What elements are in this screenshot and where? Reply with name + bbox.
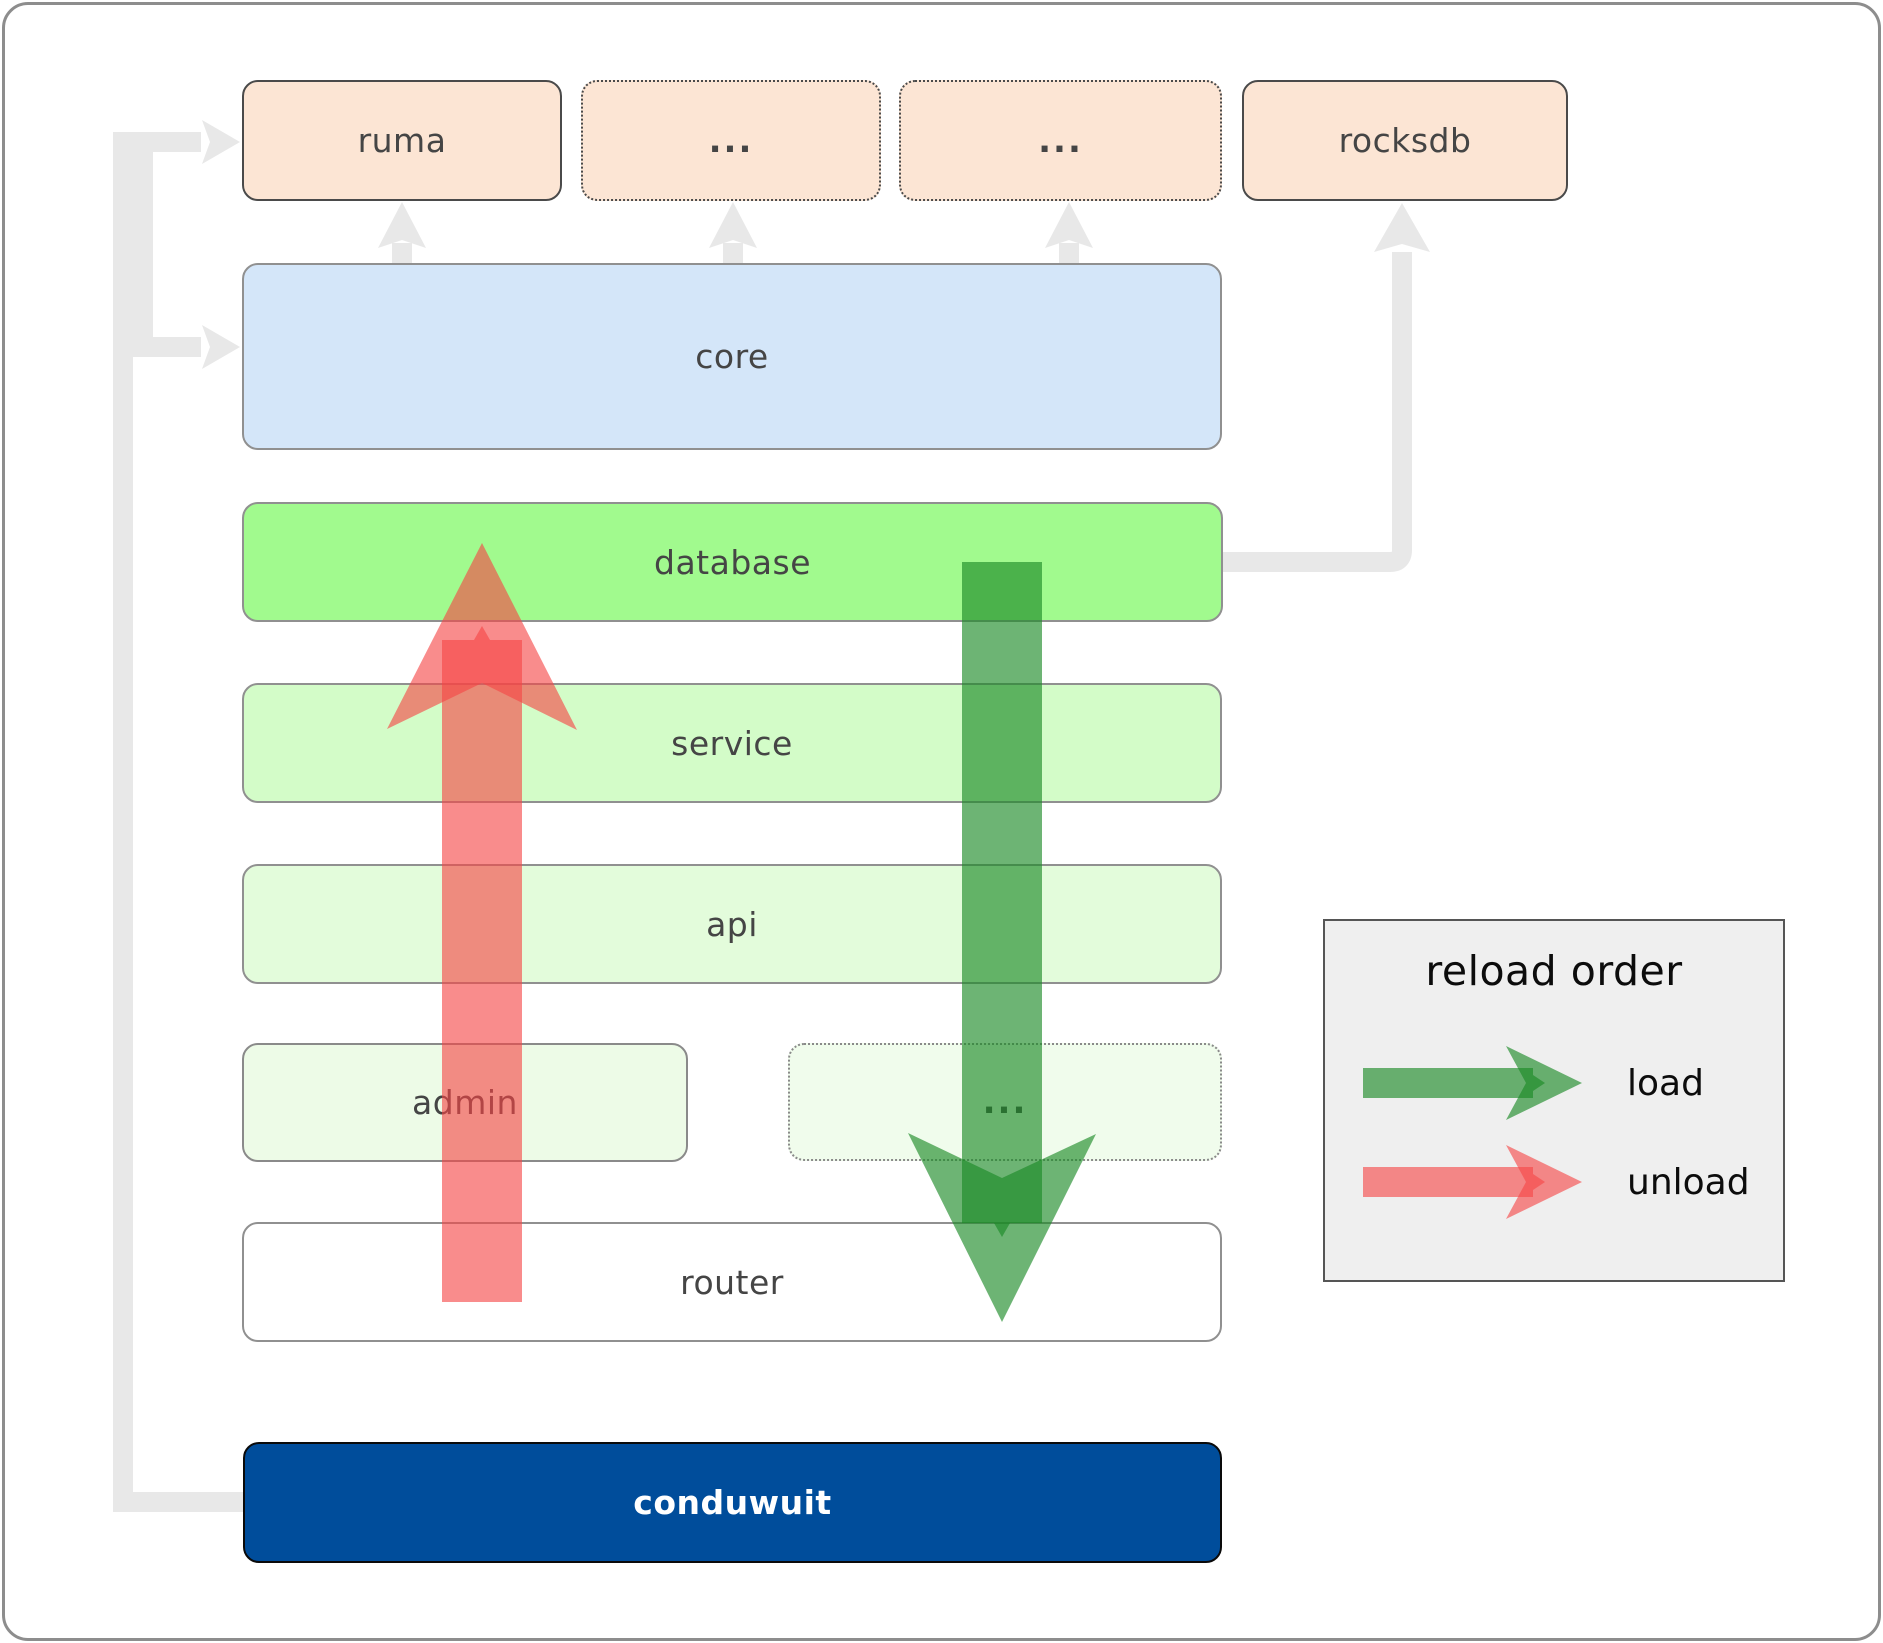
connector-conduwuit-to-ruma [113, 132, 243, 1512]
connector-branch-to-core [133, 142, 201, 357]
load-arrow-icon-shapes [1363, 1046, 1582, 1120]
unload-arrow [387, 543, 577, 1302]
box-router-label: router [680, 1262, 784, 1302]
connector-arrowheads [202, 120, 1430, 369]
box-service-label: service [671, 723, 793, 763]
box-top-ellipsis-2-label: ... [1038, 120, 1083, 161]
box-top-ellipsis-2: ... [899, 80, 1222, 201]
box-rocksdb-label: rocksdb [1338, 121, 1472, 160]
box-ruma-label: ruma [357, 121, 447, 160]
box-rocksdb: rocksdb [1242, 80, 1568, 201]
box-conduwuit: conduwuit [243, 1442, 1222, 1563]
arrowhead-into-rocksdb [1374, 203, 1430, 252]
arrowhead-core-to-ruma [378, 202, 426, 248]
box-api-label: api [706, 904, 758, 944]
connector-database-to-rocksdb [1223, 252, 1412, 572]
load-arrow-icon [1363, 1046, 1582, 1120]
connector-paths [113, 132, 1412, 1512]
box-core: core [242, 263, 1222, 450]
unload-arrow-shaft [442, 626, 522, 1302]
load-arrow [908, 562, 1096, 1322]
arrowhead-into-core [202, 325, 240, 369]
legend-label-load: load [1627, 1062, 1704, 1104]
unload-arrow-icon [1363, 1145, 1582, 1219]
box-top-ellipsis-1-label: ... [708, 120, 754, 161]
arrowhead-into-ruma [202, 120, 240, 164]
box-router: router [242, 1222, 1222, 1342]
box-ruma: ruma [242, 80, 562, 201]
load-arrow-shaft [962, 562, 1042, 1237]
box-database-label: database [654, 542, 811, 582]
box-top-ellipsis-1: ... [581, 80, 881, 201]
arrowhead-core-to-ellipsis1 [709, 202, 757, 248]
legend: reload order load unload [1323, 919, 1785, 1282]
arrowhead-core-to-ellipsis2 [1045, 202, 1093, 248]
legend-label-unload: unload [1627, 1161, 1750, 1203]
unload-arrow-icon-shapes [1363, 1145, 1582, 1219]
box-api: api [242, 864, 1222, 984]
box-database: database [242, 502, 1223, 622]
box-core-label: core [695, 337, 769, 376]
box-conduwuit-label: conduwuit [633, 1483, 832, 1522]
legend-title: reload order [1425, 947, 1683, 995]
